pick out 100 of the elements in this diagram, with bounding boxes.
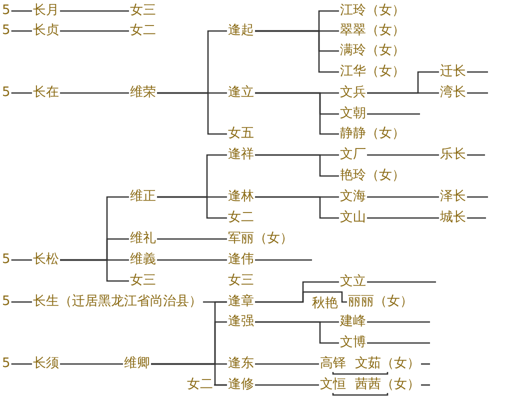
person-name: 文兵 [340, 85, 366, 101]
connector-line [157, 196, 227, 219]
connector-line [255, 384, 319, 386]
connector-line [157, 259, 227, 261]
person-name: 秋艳 [312, 296, 338, 312]
person-name: 江华（女） [340, 64, 405, 80]
person-name: 维荣 [130, 85, 156, 101]
person-name: 泽长 [440, 189, 466, 205]
connector-line [467, 92, 488, 94]
connector-line [255, 291, 347, 303]
person-name: 女三 [130, 273, 156, 289]
person-name: 文博 [340, 335, 366, 351]
generation-number: 5 [2, 252, 10, 268]
connector-line [11, 259, 32, 261]
person-name: 文恒 [320, 377, 346, 393]
person-name: 逢修 [228, 377, 254, 393]
connector-line [467, 71, 488, 73]
person-name: 维正 [130, 189, 156, 205]
person-name: 湾长 [440, 85, 466, 101]
connector-line [11, 92, 32, 94]
person-name: 文海 [340, 189, 366, 205]
person-name: 艳玲（女） [340, 168, 405, 184]
person-name: 长月 [33, 3, 59, 19]
connector-line [467, 217, 486, 219]
connector-line [332, 393, 388, 396]
connector-line [60, 10, 129, 12]
person-name: 城长 [440, 210, 466, 226]
generation-number: 5 [2, 356, 10, 372]
person-name: 维卿 [124, 356, 150, 372]
connector-line [367, 281, 436, 283]
connector-line [255, 196, 339, 219]
connector-line [367, 113, 420, 115]
person-name: 文山 [340, 210, 366, 226]
person-name: 长在 [33, 85, 59, 101]
connector-line [467, 154, 485, 156]
person-name: 逢伟 [228, 252, 254, 268]
connector-line [11, 301, 32, 303]
person-name: 长松 [33, 252, 59, 268]
person-name: 逢起 [228, 23, 254, 39]
connector-line [255, 30, 339, 73]
connector-line [60, 363, 123, 365]
connector-line [11, 30, 32, 32]
person-name: 迁长 [440, 64, 466, 80]
person-name: 女二 [228, 210, 254, 226]
person-name: 满玲（女） [340, 43, 405, 59]
generation-number: 5 [2, 294, 10, 310]
generation-number: 5 [2, 23, 10, 39]
connector-line [157, 92, 227, 135]
connector-line [255, 259, 312, 261]
person-name: 军丽（女） [228, 231, 293, 247]
connector-line [255, 92, 339, 135]
person-name: 长贞 [33, 23, 59, 39]
connector-line [367, 92, 439, 94]
connector-line [11, 363, 32, 365]
connector-line [332, 372, 388, 375]
person-name: 逢立 [228, 85, 254, 101]
person-name: 文立 [340, 274, 366, 290]
person-name: 茜茜（女） [355, 377, 420, 393]
person-name: 静静（女） [340, 126, 405, 142]
person-name: 翠翠（女） [340, 23, 405, 39]
connector-line [255, 154, 339, 177]
connector-line [467, 196, 488, 198]
person-name: 女五 [228, 126, 254, 142]
person-name: 逢林 [228, 189, 254, 205]
connector-line [367, 342, 430, 344]
person-name: 逢东 [228, 356, 254, 372]
connector-line [421, 363, 430, 365]
person-name: 江玲（女） [340, 3, 405, 19]
connector-line [60, 259, 129, 282]
generation-number: 5 [2, 85, 10, 101]
connector-line [367, 196, 439, 198]
person-name: 女二 [187, 377, 213, 393]
connector-line [157, 238, 227, 240]
connector-line [60, 92, 129, 94]
person-name: 女二 [130, 23, 156, 39]
connector-line [255, 321, 339, 344]
connector-line [367, 321, 430, 323]
connector-line [255, 363, 319, 365]
person-name: 维礼 [130, 231, 156, 247]
person-name: 逢章 [228, 294, 254, 310]
connector-line [60, 30, 129, 32]
person-name: 文厂 [340, 147, 366, 163]
person-name: 建峰 [340, 314, 366, 330]
generation-number: 5 [2, 3, 10, 19]
person-name: 丽丽（女） [348, 294, 413, 310]
person-name: 女三 [228, 273, 254, 289]
person-name: 文茹（女） [355, 356, 420, 372]
person-name: 女三 [130, 3, 156, 19]
connector-line [421, 384, 430, 386]
connector-line [367, 154, 439, 156]
person-name: 逢强 [228, 314, 254, 330]
person-name: 乐长 [440, 147, 466, 163]
person-name: 长须 [33, 356, 59, 372]
person-name: 长生（迁居黑龙江省尚治县） [33, 294, 202, 310]
person-name: 高铎 [320, 356, 346, 372]
person-name: 逢祥 [228, 147, 254, 163]
connector-line [11, 10, 32, 12]
connector-line [367, 217, 439, 219]
person-name: 文朝 [340, 106, 366, 122]
connector-line [214, 384, 227, 386]
